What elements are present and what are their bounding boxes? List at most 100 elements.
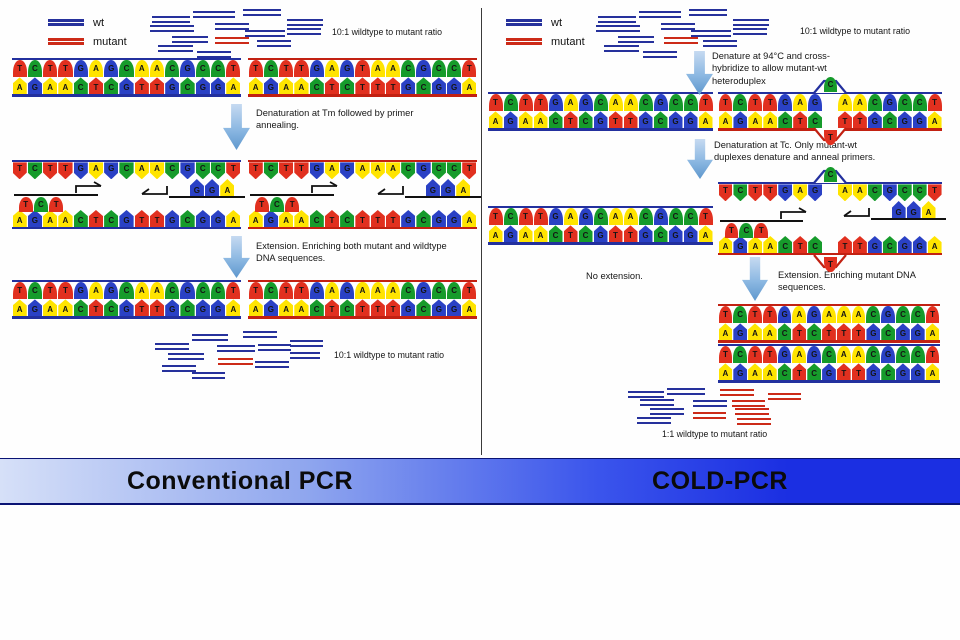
base-A: A	[456, 179, 471, 198]
no-extension-label: No extension.	[586, 271, 643, 281]
base-G: G	[263, 299, 279, 317]
base-G: G	[867, 111, 882, 129]
base-T: T	[49, 197, 64, 212]
base-G: G	[548, 208, 563, 226]
base-C: C	[896, 306, 910, 324]
base-T: T	[793, 236, 808, 253]
base-G: G	[440, 179, 456, 198]
primer-extension-arrow-left	[377, 186, 405, 195]
base-T: T	[718, 184, 733, 202]
base-G: G	[881, 346, 896, 364]
base-C: C	[431, 282, 446, 300]
dna-fragment-wt	[258, 344, 291, 354]
base-T: T	[294, 282, 309, 300]
dna-fragment-wt	[637, 417, 671, 427]
base-G: G	[896, 363, 910, 381]
base-C: C	[778, 236, 793, 253]
legend-left: wt mutant	[48, 13, 127, 51]
base-T: T	[838, 236, 852, 253]
base-A: A	[852, 94, 867, 112]
dna-fragment-wt	[290, 352, 320, 362]
base-T: T	[623, 111, 638, 129]
base-T: T	[724, 223, 739, 238]
base-T: T	[533, 94, 548, 112]
base-C: C	[739, 223, 754, 238]
base-A: A	[226, 210, 241, 227]
base-T: T	[324, 210, 340, 227]
base-G: G	[733, 363, 748, 381]
strand-backbone-mut	[248, 227, 477, 230]
base-A: A	[608, 94, 623, 112]
base-A: A	[851, 346, 866, 364]
top-backbone-wt	[12, 280, 241, 283]
base-G: G	[195, 210, 210, 227]
bulged-base-T: T	[824, 257, 837, 272]
dna-fragment-wt	[243, 9, 281, 19]
base-C: C	[309, 77, 324, 95]
base-C: C	[866, 346, 881, 364]
base-A: A	[623, 208, 638, 226]
base-G: G	[73, 162, 88, 180]
base-A: A	[836, 306, 851, 324]
legend-mutant-label: mutant	[551, 35, 585, 48]
base-G: G	[180, 60, 195, 78]
dna-fragment-wt	[640, 399, 674, 409]
base-A: A	[248, 77, 263, 95]
base-G: G	[906, 201, 921, 220]
denature-94c-label: Denature at 94°C and cross-hybridize to …	[712, 51, 830, 86]
base-A: A	[279, 210, 294, 227]
base-A: A	[248, 299, 263, 317]
base-A: A	[43, 77, 58, 95]
base-G: G	[263, 210, 279, 227]
base-G: G	[733, 323, 748, 341]
base-A: A	[279, 77, 294, 95]
base-G: G	[882, 94, 897, 112]
base-A: A	[792, 346, 807, 364]
dna-fragment-wt	[598, 16, 636, 26]
primer-backbone	[720, 220, 803, 223]
base-G: G	[867, 236, 882, 253]
base-C: C	[578, 225, 593, 243]
base-C: C	[27, 282, 43, 300]
base-C: C	[180, 299, 195, 317]
base-A: A	[763, 236, 778, 253]
base-G: G	[119, 299, 134, 317]
wt-line-sample	[506, 18, 542, 27]
base-G: G	[309, 282, 324, 300]
base-T: T	[762, 346, 777, 364]
base-C: C	[263, 282, 279, 300]
base-G: G	[309, 60, 324, 78]
base-G: G	[73, 282, 88, 300]
base-C: C	[808, 236, 823, 253]
base-G: G	[912, 111, 927, 129]
base-A: A	[836, 346, 851, 364]
dna-fragment-wt	[197, 51, 231, 61]
base-A: A	[563, 208, 578, 226]
base-A: A	[355, 162, 370, 180]
base-T: T	[226, 162, 241, 180]
base-C: C	[446, 60, 462, 78]
base-T: T	[43, 282, 58, 300]
base-C: C	[33, 197, 49, 212]
base-G: G	[431, 77, 446, 95]
base-T: T	[836, 323, 851, 341]
base-C: C	[210, 162, 226, 180]
base-C: C	[401, 162, 416, 180]
base-C: C	[867, 184, 882, 202]
base-G: G	[668, 225, 683, 243]
base-T: T	[838, 111, 852, 129]
base-G: G	[446, 299, 462, 317]
base-A: A	[88, 162, 104, 180]
dna-fragment-mutant	[735, 408, 769, 418]
base-T: T	[43, 60, 58, 78]
